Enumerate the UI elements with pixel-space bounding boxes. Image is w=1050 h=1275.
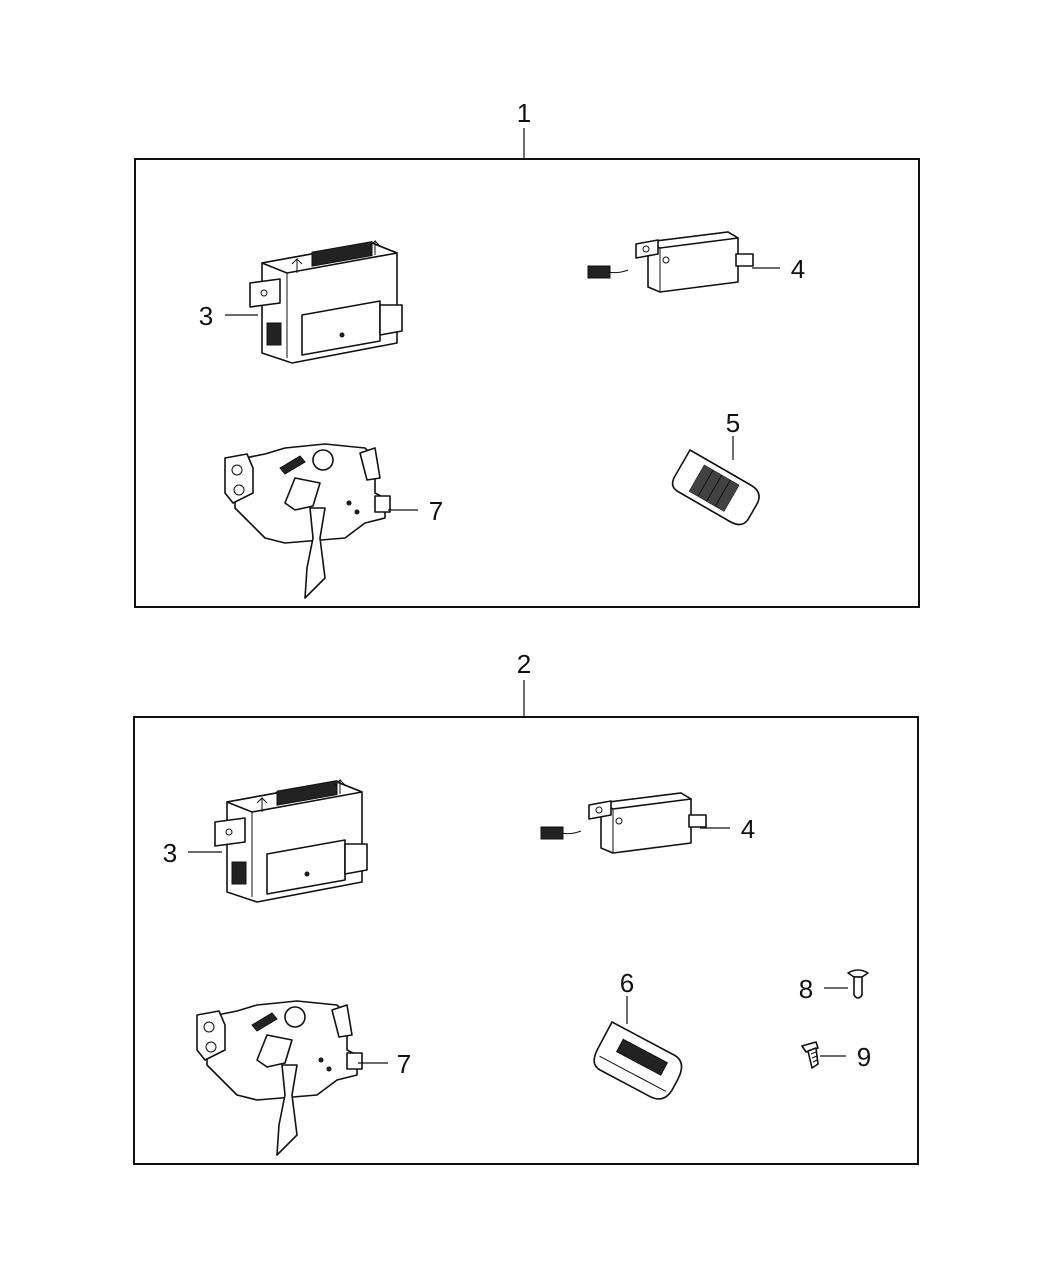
smart-key-icon	[593, 1021, 683, 1100]
callout-6: 6	[620, 968, 634, 998]
hood-latch-icon	[224, 443, 391, 599]
control-module-icon	[249, 240, 403, 364]
assembly-1-frame	[134, 158, 920, 608]
assembly-2-frame	[133, 716, 919, 1165]
key-fob-icon	[671, 449, 760, 526]
callout-7: 7	[397, 1049, 411, 1079]
callout-9: 9	[857, 1042, 871, 1072]
callout-3: 3	[199, 301, 213, 331]
hood-latch-icon	[196, 1000, 363, 1156]
antenna-module-icon	[540, 792, 707, 854]
assembly-2-label: 2	[517, 649, 531, 679]
callout-4: 4	[791, 254, 805, 284]
callout-5: 5	[726, 408, 740, 438]
callout-4: 4	[741, 814, 755, 844]
callout-3: 3	[163, 838, 177, 868]
rivet-icon	[801, 1041, 819, 1069]
callout-7: 7	[429, 496, 443, 526]
assembly-1-label: 1	[517, 98, 531, 128]
callout-8: 8	[799, 974, 813, 1004]
antenna-module-icon	[587, 231, 754, 293]
control-module-icon	[214, 779, 368, 903]
assembly-2: 2 3 4 6 7 8 9	[133, 649, 919, 1165]
push-pin-icon	[847, 969, 869, 999]
assembly-1: 1 3 4 5 7	[134, 98, 920, 608]
